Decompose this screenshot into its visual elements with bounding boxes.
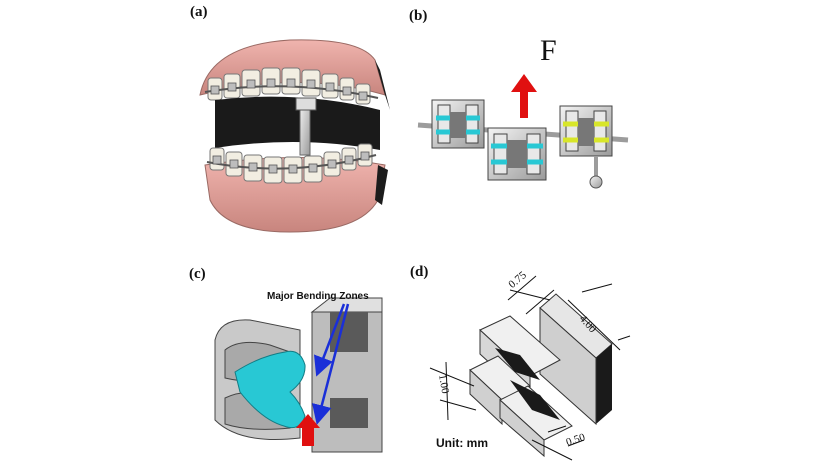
bending-zones-annotation: Major Bending Zones bbox=[267, 291, 369, 302]
bracket-3 bbox=[559, 105, 613, 189]
bracket-2 bbox=[487, 127, 547, 181]
bracket-1 bbox=[431, 99, 485, 149]
panel-a-dental-model bbox=[199, 39, 390, 233]
panel-c-bending-zones bbox=[214, 297, 383, 453]
mouth-interior bbox=[215, 96, 380, 150]
cyan-clip bbox=[234, 350, 306, 429]
force-label: F bbox=[540, 34, 557, 67]
panel-c-label: (c) bbox=[189, 266, 206, 282]
test-rod-clamp bbox=[295, 97, 317, 111]
force-arrow bbox=[511, 74, 537, 118]
panel-a-label: (a) bbox=[190, 4, 208, 20]
upper-brackets bbox=[210, 78, 368, 101]
panel-b-bracket-assembly bbox=[417, 74, 629, 189]
panel-d-label: (d) bbox=[410, 264, 429, 280]
lower-gum-side bbox=[375, 165, 388, 205]
panel-d-dimension-drawing bbox=[429, 275, 631, 461]
bending-arrow-2 bbox=[312, 303, 350, 425]
upper-gum-side bbox=[375, 60, 390, 110]
panel-b-label: (b) bbox=[409, 8, 428, 24]
dimension-lines bbox=[429, 275, 631, 461]
lower-brackets bbox=[212, 151, 370, 174]
bending-arrow-1 bbox=[314, 303, 346, 377]
unit-label: Unit: mm bbox=[436, 436, 488, 450]
